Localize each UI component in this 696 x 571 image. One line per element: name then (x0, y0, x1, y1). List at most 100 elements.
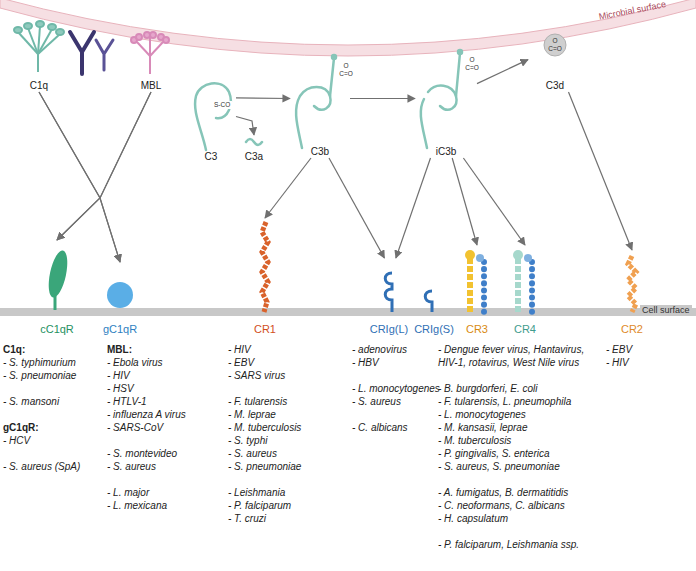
pathogen-item: - S. typhi (228, 434, 348, 447)
c3d-fragment (544, 34, 566, 56)
antibody (70, 32, 113, 74)
pathway-arrow (57, 92, 151, 240)
receptor-label: CRIg(L) (370, 323, 409, 336)
pathogen-item: - S. pneumoniae (228, 460, 348, 473)
chemical-group: O C=O (338, 62, 354, 78)
list-heading: MBL: (107, 343, 225, 356)
pathogen-item: - EBV (228, 356, 348, 369)
cr4-receptor (524, 254, 532, 262)
receptor-label: gC1qR (103, 323, 137, 336)
c1q-molecule (36, 21, 44, 27)
cr3-receptor (465, 250, 475, 260)
pathway-arrow (463, 158, 525, 245)
ic3b-molecule (456, 53, 460, 96)
pathway-arrow (236, 97, 290, 99)
pathway-arrow (100, 92, 151, 262)
list-heading: C1q: (3, 343, 107, 356)
pathogen-item: - SARS-CoV (107, 421, 225, 434)
pathogen-item: - M. tuberculosis (438, 434, 604, 447)
ic3b-molecule (421, 50, 462, 148)
receptor-node: CR1 (245, 218, 285, 336)
pathogen-item: - EBV (606, 343, 692, 356)
pathogen-item: - Leishmania (228, 486, 348, 499)
pathogen-column: - adenovirus- HBV- L. monocytogenes- S. … (352, 343, 438, 434)
microbial-surface (0, 0, 696, 56)
cell-membrane (0, 308, 696, 316)
pathogen-item: - L. monocytogenes (352, 382, 438, 395)
pathogen-item: - P. gingivalis, S. enterica (438, 447, 604, 460)
pathogen-item: - HIV (228, 343, 348, 356)
cr3-receptor (481, 262, 487, 312)
c1q-molecule (38, 34, 60, 54)
pathogen-item: - M. leprae (228, 408, 348, 421)
cr4-receptor (529, 262, 535, 312)
pathogen-item: - H. capsulatum (438, 512, 604, 525)
pathway-arrow (265, 158, 311, 218)
pathway-arrow (39, 92, 120, 262)
molecule-node: C1q (8, 20, 70, 92)
cr1-receptor (262, 222, 268, 312)
pathogen-column: MBL:- Ebola virus- HIV- HSV- HTLV-1- inf… (107, 343, 225, 512)
molecule-label: C1q (30, 79, 48, 92)
pathway-arrow (350, 98, 415, 99)
pathogen-item: - C. neoformans, C. albicans (438, 499, 604, 512)
receptor-node: gC1qR (98, 262, 142, 336)
crig-receptor (385, 273, 432, 312)
c1q-molecule (14, 21, 64, 72)
c1q-molecule (28, 28, 38, 54)
fragment-label: C3d (546, 79, 564, 92)
c3b-molecule (296, 55, 336, 148)
c1q-molecule (18, 32, 38, 54)
pathway-arrow (477, 60, 528, 84)
c3b-molecule (330, 58, 334, 96)
mbl-molecule (131, 32, 169, 74)
receptor-label: CR4 (514, 323, 536, 336)
pathogen-item: - S. aureus (228, 447, 348, 460)
molecule-node: C3b (290, 65, 350, 158)
receptor-label: CR2 (621, 323, 643, 336)
ic3b-molecule (458, 50, 462, 54)
c3b-molecule (332, 55, 336, 59)
pathogen-item: - Dengue fever virus, Hantavirus, HIV-1,… (438, 343, 604, 369)
surface-label: Cell surface (640, 305, 692, 316)
pathogen-item: - S. aureus, S. pneumoniae (438, 460, 604, 473)
pathogen-item: - P. falciparum (228, 499, 348, 512)
cr4-receptor (513, 250, 532, 312)
receptor-node: CR2 (610, 250, 654, 336)
mbl-molecule (149, 38, 151, 56)
pathway-arrow (569, 92, 633, 250)
pathogen-item: - S. montevideo (107, 447, 225, 460)
chemical-group: O C=O (547, 37, 563, 53)
pathogen-item: - HSV (107, 382, 225, 395)
mbl-molecule (149, 56, 151, 74)
pathogen-item: - adenovirus (352, 343, 438, 356)
receptor-label: CR3 (466, 323, 488, 336)
pathogen-item: - influenza A virus (107, 408, 225, 421)
pathogen-item: - S. pneumoniae (3, 369, 107, 382)
pathogen-item: - HIV (606, 356, 692, 369)
pathogen-item: - L. major (107, 486, 225, 499)
antibody (96, 40, 113, 70)
receptor-node: CRIg(S) (412, 278, 456, 336)
receptor-label: cC1qR (40, 323, 74, 336)
ic3b-molecule (428, 86, 457, 110)
c3d-fragment (544, 34, 566, 56)
c1q-molecule (24, 23, 32, 29)
mbl-molecule (137, 42, 150, 56)
pathogen-item: - M. kansasii, leprae (438, 421, 604, 434)
receptor-node: CR4 (503, 245, 547, 336)
pathogen-item: - HBV (352, 356, 438, 369)
molecule-label: C3 (205, 150, 218, 163)
pathway-arrow (396, 158, 431, 258)
mbl-molecule (150, 32, 156, 38)
pathogen-item: - Ebola virus (107, 356, 225, 369)
c3-molecule (195, 83, 231, 150)
c3-molecule (246, 139, 262, 145)
pathogen-item: - L. monocytogenes (438, 408, 604, 421)
pathogen-item: - C. albicans (352, 421, 438, 434)
fragment-label: C3a (245, 150, 263, 163)
pathogen-item: - F. tularensis, L. pneumophila (438, 395, 604, 408)
cr4-receptor (513, 250, 523, 260)
pathogen-item: - SARS virus (228, 369, 348, 382)
